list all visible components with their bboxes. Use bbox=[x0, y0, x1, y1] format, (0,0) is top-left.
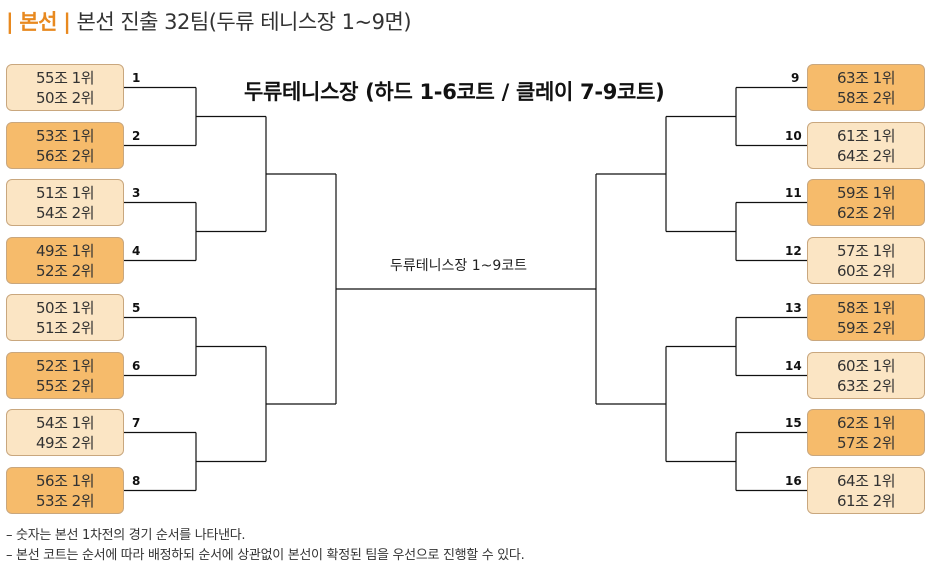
team-a-label: 50조 1위 bbox=[36, 298, 95, 317]
note-2: – 본선 코트는 순서에 따라 배정하되 순서에 상관없이 본선이 확정된 팀을… bbox=[6, 548, 525, 563]
team-a-label: 61조 1위 bbox=[837, 126, 896, 145]
team-a-label: 59조 1위 bbox=[837, 183, 896, 202]
team-b-label: 50조 2위 bbox=[36, 88, 95, 107]
match-number-14: 14 bbox=[785, 359, 802, 373]
team-a-label: 60조 1위 bbox=[837, 356, 896, 375]
team-b-label: 61조 2위 bbox=[837, 491, 896, 510]
team-a-label: 62조 1위 bbox=[837, 413, 896, 432]
team-b-label: 53조 2위 bbox=[36, 491, 95, 510]
team-a-label: 55조 1위 bbox=[36, 68, 95, 87]
center-label: 두류테니스장 1~9코트 bbox=[390, 258, 528, 274]
team-b-label: 64조 2위 bbox=[837, 146, 896, 165]
header-separator: | bbox=[6, 10, 14, 34]
team-b-label: 60조 2위 bbox=[837, 261, 896, 280]
match-number-10: 10 bbox=[785, 129, 802, 143]
match-number-15: 15 bbox=[785, 416, 802, 430]
team-b-label: 52조 2위 bbox=[36, 261, 95, 280]
team-a-label: 58조 1위 bbox=[837, 298, 896, 317]
match-number-2: 2 bbox=[132, 129, 141, 143]
team-a-label: 51조 1위 bbox=[36, 183, 95, 202]
header-separator-2: | bbox=[63, 10, 71, 34]
team-b-label: 56조 2위 bbox=[36, 146, 95, 165]
match-number-6: 6 bbox=[132, 359, 141, 373]
team-a-label: 56조 1위 bbox=[36, 471, 95, 490]
team-a-label: 57조 1위 bbox=[837, 241, 896, 260]
header-title: 본선 진출 32팀(두류 테니스장 1~9면) bbox=[76, 10, 412, 34]
match-number-1: 1 bbox=[132, 71, 141, 85]
match-number-4: 4 bbox=[132, 244, 141, 258]
team-b-label: 62조 2위 bbox=[837, 203, 896, 222]
team-b-label: 54조 2위 bbox=[36, 203, 95, 222]
match-number-8: 8 bbox=[132, 474, 141, 488]
page-header: | 본선 | 본선 진출 32팀(두류 테니스장 1~9면) bbox=[6, 6, 412, 36]
header-section: 본선 bbox=[19, 10, 57, 34]
match-number-16: 16 bbox=[785, 474, 802, 488]
team-a-label: 52조 1위 bbox=[36, 356, 95, 375]
match-number-12: 12 bbox=[785, 244, 802, 258]
match-number-7: 7 bbox=[132, 416, 141, 430]
team-a-label: 53조 1위 bbox=[36, 126, 95, 145]
team-a-label: 64조 1위 bbox=[837, 471, 896, 490]
match-number-11: 11 bbox=[785, 186, 802, 200]
team-a-label: 49조 1위 bbox=[36, 241, 95, 260]
note-1: – 숫자는 본선 1차전의 경기 순서를 나타낸다. bbox=[6, 528, 246, 543]
team-b-label: 57조 2위 bbox=[837, 433, 896, 452]
match-number-9: 9 bbox=[791, 71, 800, 85]
team-b-label: 49조 2위 bbox=[36, 433, 95, 452]
team-a-label: 63조 1위 bbox=[837, 68, 896, 87]
team-a-label: 54조 1위 bbox=[36, 413, 95, 432]
match-number-5: 5 bbox=[132, 301, 141, 315]
match-number-13: 13 bbox=[785, 301, 802, 315]
match-number-3: 3 bbox=[132, 186, 141, 200]
team-b-label: 59조 2위 bbox=[837, 318, 896, 337]
venue-title: 두류테니스장 (하드 1-6코트 / 클레이 7-9코트) bbox=[244, 80, 665, 104]
team-b-label: 63조 2위 bbox=[837, 376, 896, 395]
team-b-label: 55조 2위 bbox=[36, 376, 95, 395]
team-b-label: 51조 2위 bbox=[36, 318, 95, 337]
team-b-label: 58조 2위 bbox=[837, 88, 896, 107]
